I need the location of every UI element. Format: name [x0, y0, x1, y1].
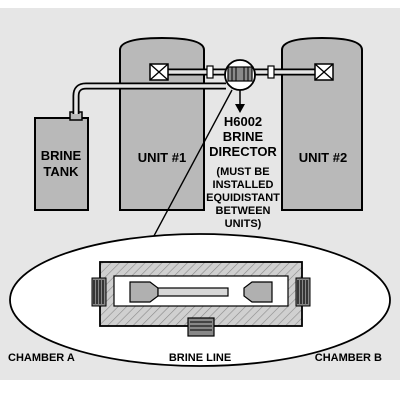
shuttle-rod [157, 287, 229, 297]
director-note-line5: UNITS) [225, 218, 262, 230]
chamber-b-coil [295, 277, 311, 307]
director-note-line2: INSTALLED [213, 179, 274, 191]
director-label-line3: DIRECTOR [209, 144, 277, 159]
director-label-line1: H6002 [224, 114, 262, 129]
director-label: H6002 BRINE DIRECTOR (MUST BE INSTALLED … [206, 114, 280, 230]
unit-2-label: UNIT #2 [299, 150, 347, 165]
brine-director-device [224, 59, 256, 91]
brine-line-pipe [72, 82, 226, 114]
chamber-a-label: CHAMBER A [8, 352, 75, 364]
director-note-line4: BETWEEN [216, 205, 271, 217]
chamber-a-coil [91, 277, 107, 307]
unit-1-label: UNIT #1 [138, 150, 186, 165]
director-arrow [235, 90, 245, 113]
brine-tank-label-line2: TANK [43, 164, 79, 179]
chamber-b-label: CHAMBER B [315, 352, 382, 364]
left-check-valve [129, 281, 159, 303]
unit-2-tank: UNIT #2 [281, 36, 363, 211]
fitting-right [267, 65, 275, 79]
brine-tank: BRINE TANK [34, 111, 89, 211]
brine-line-label: BRINE LINE [169, 352, 231, 364]
unit-1-tank: UNIT #1 [119, 36, 205, 211]
unit-2-valve [314, 63, 334, 81]
director-cross-section [91, 261, 311, 337]
unit-1-valve [149, 63, 169, 81]
brine-line-port [187, 317, 215, 337]
fitting-left [206, 65, 214, 79]
brine-tank-label-line1: BRINE [41, 148, 82, 163]
director-label-line2: BRINE [223, 129, 264, 144]
director-note-line3: EQUIDISTANT [206, 192, 280, 204]
right-check-valve [243, 281, 273, 303]
director-note-line1: (MUST BE [216, 166, 269, 178]
